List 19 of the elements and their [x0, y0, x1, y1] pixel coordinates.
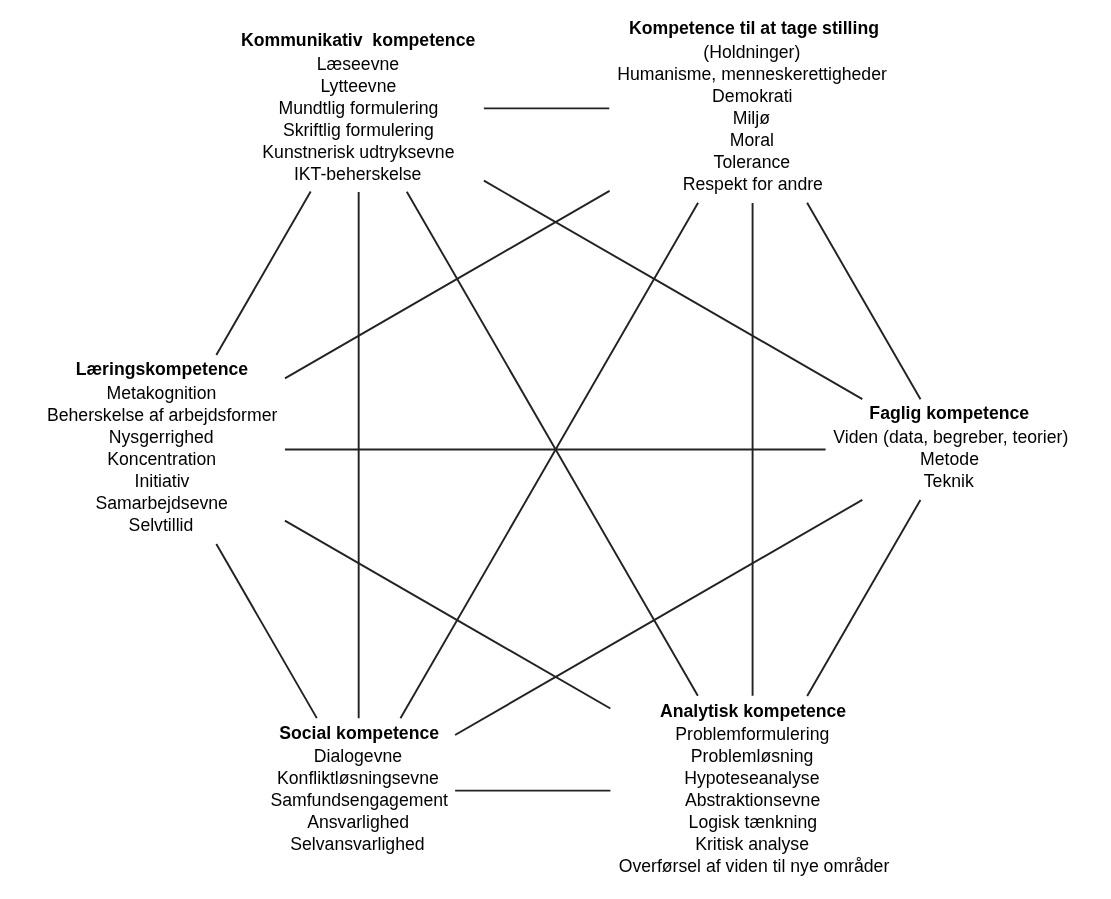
node-text: Faglig kompetence Viden (data, begreber, teorier) Metode Teknik	[832, 403, 1068, 492]
node-text: Kommunikativ kompetence Læseevne Lytteevne Mundtlig formulering Skriftlig formulering Kunstnerisk udtryksevne IKT-beherskelse	[240, 29, 475, 184]
connector	[805, 498, 921, 697]
connector	[283, 519, 611, 710]
node-text: Social kompetence Dialogevne Konfliktløsningsevne Samfundsengagement Ansvarlighed Selvansvarlighed	[269, 722, 448, 855]
connector	[453, 789, 611, 792]
connector	[482, 107, 610, 110]
connector	[751, 202, 754, 697]
connector	[357, 191, 360, 720]
connector	[283, 448, 827, 451]
connector	[214, 543, 318, 720]
connector	[453, 498, 863, 736]
node-text: Analytisk kompetence Problemformulering Problemløsning Hypoteseanalyse Abstraktionsevne Logisk tænkning Kritisk analyse Overførsel af viden til nye områder	[618, 700, 889, 877]
connector	[214, 190, 312, 356]
connector	[283, 190, 610, 380]
connector	[482, 179, 863, 401]
connector	[805, 201, 921, 401]
node-text: Læringskompetence Metakognition Beherskelse af arbejdsformer Nysgerrighed Koncentration Initiativ Samarbejdsevne Selvtillid	[46, 359, 277, 536]
node-text: Kompetence til at tage stilling (Holdninger) Humanisme, menneskerettigheder Demokrati Miljø Moral Tolerance Respekt for andre	[616, 18, 887, 195]
